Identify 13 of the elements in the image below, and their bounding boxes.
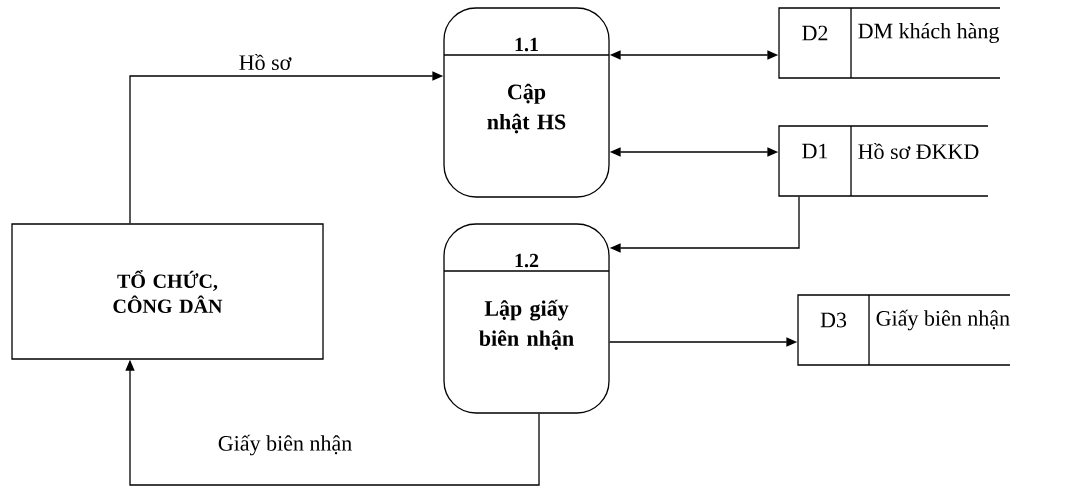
store-id: D1 [802,143,828,159]
process-number: 1.2 [515,253,539,268]
entity-box: TỔ CHỨC, CÔNG DÂN [11,223,324,360]
edge-label: Hồ sơ [237,52,293,72]
store-id: D2 [802,25,828,41]
store-id: D3 [820,312,847,328]
process-number: 1.1 [515,37,538,52]
store-name: Giấy biên nhận [876,309,1010,331]
process-name: Cập nhật HS [487,83,566,134]
edge-label: Giấy biên nhận [216,433,354,457]
process-name: Lập giấy biên nhận [479,299,574,350]
store-name: DM khách hàng [858,22,999,44]
store-name: Hồ sơ ĐKKD [858,142,979,160]
